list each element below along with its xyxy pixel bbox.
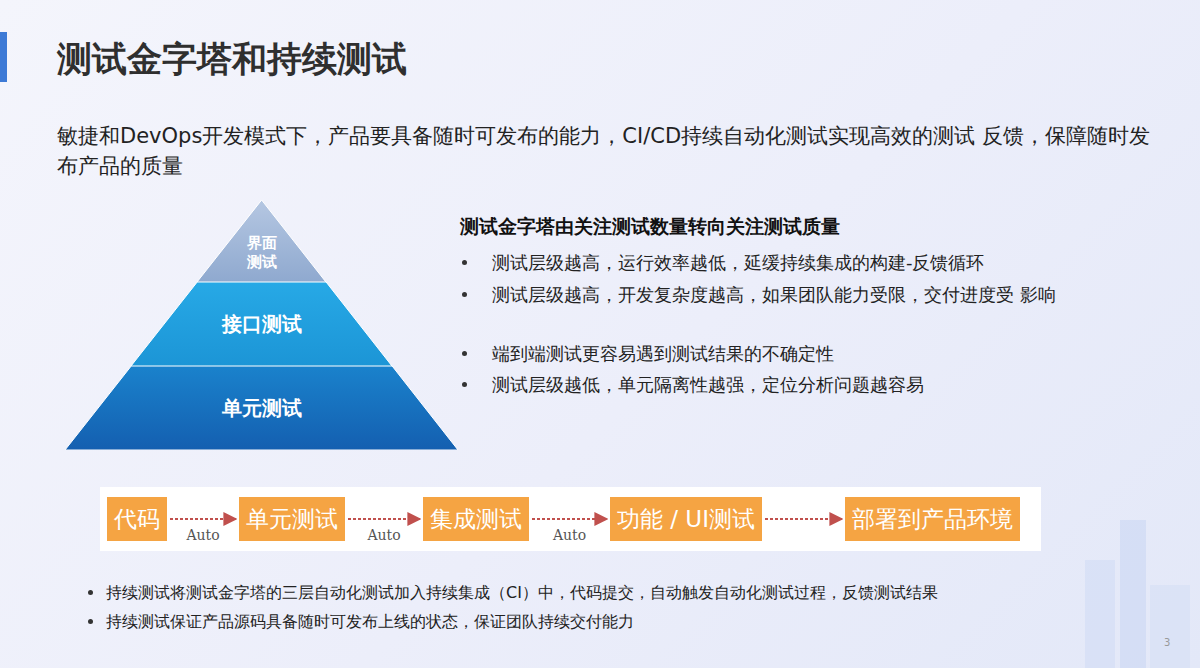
box-label: 单元测试 xyxy=(246,504,338,535)
flow-arrow xyxy=(532,518,607,520)
intro-paragraph: 敏捷和DevOps开发模式下，产品要具备随时可发布的能力，CI/CD持续自动化测… xyxy=(57,121,1167,181)
page-number: 3 xyxy=(1164,636,1188,650)
note-text: 持续测试将测试金字塔的三层自动化测试加入持续集成（CI）中，代码提交，自动触发自… xyxy=(106,581,1186,605)
box-label: 集成测试 xyxy=(430,504,522,535)
bullet-text: 测试层级越低，单元隔离性越强，定位分析问题越容易 xyxy=(492,370,1172,400)
bullet-dot xyxy=(462,260,467,265)
flow-arrow xyxy=(348,518,420,520)
bullet-dot xyxy=(462,351,467,356)
bullet-text: 端到端测试更容易遇到测试结果的不确定性 xyxy=(492,339,1172,369)
pyramid-band: 界面 测试 xyxy=(197,200,326,282)
bullet-dot xyxy=(462,382,467,387)
bullet-text: 测试层级越高，运行效率越低，延缓持续集成的构建-反馈循环 xyxy=(492,248,1172,278)
edge-label: Auto xyxy=(186,527,219,543)
process-box: 单元测试 xyxy=(239,497,345,541)
box-label: 部署到产品环境 xyxy=(852,504,1013,535)
flow-arrow xyxy=(170,518,236,520)
box-label: 功能 / UI测试 xyxy=(617,504,755,535)
corner-buildings xyxy=(1085,520,1190,668)
band-label: 接口测试 xyxy=(131,311,392,337)
box-label: 代码 xyxy=(114,504,160,535)
note-text: 持续测试保证产品源码具备随时可发布上线的状态，保证团队持续交付能力 xyxy=(106,610,1186,634)
band-label: 界面 测试 xyxy=(245,234,278,273)
title-accent-bar xyxy=(0,32,7,82)
slide-title: 测试金字塔和持续测试 xyxy=(57,36,407,83)
bullet-dot xyxy=(88,619,93,624)
process-box: 功能 / UI测试 xyxy=(610,497,762,541)
bullet-dot xyxy=(88,590,93,595)
pyramid-band: 单元测试 xyxy=(65,366,458,450)
process-box: 代码 xyxy=(107,497,167,541)
edge-label: Auto xyxy=(553,527,586,543)
bullet-dot xyxy=(462,292,467,297)
edge-label: Auto xyxy=(367,527,400,543)
process-box: 部署到产品环境 xyxy=(845,497,1020,541)
pyramid-band: 接口测试 xyxy=(131,282,392,366)
flow-arrow xyxy=(765,518,842,520)
flow-strip xyxy=(100,487,1041,551)
bullet-text: 测试层级越高，开发复杂度越高，如果团队能力受限，交付进度受 影响 xyxy=(492,280,1152,310)
band-label: 单元测试 xyxy=(65,395,458,421)
section-heading: 测试金字塔由关注测试数量转向关注测试质量 xyxy=(460,212,1160,240)
process-box: 集成测试 xyxy=(423,497,529,541)
